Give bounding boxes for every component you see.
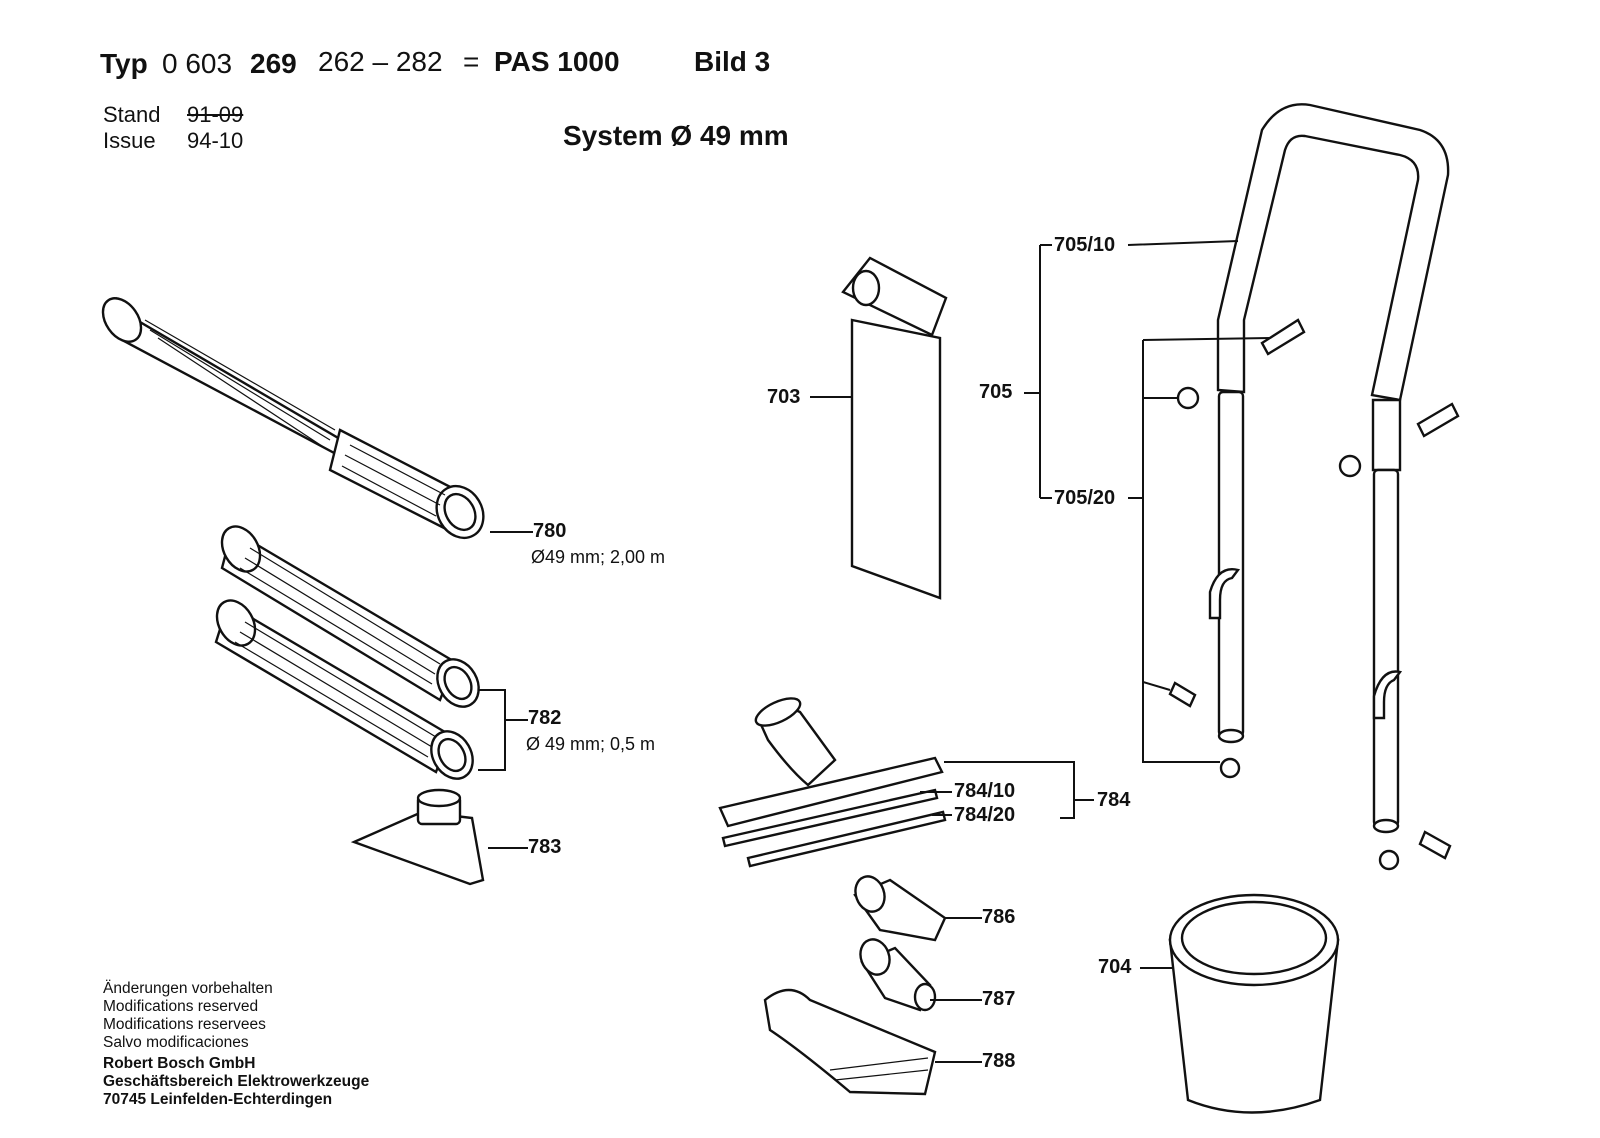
hose-780-drawing [101, 296, 485, 540]
part-spec-780: Ø49 mm; 2,00 m [531, 547, 666, 567]
footer-division: Geschäftsbereich Elektrowerkzeuge [103, 1073, 370, 1090]
footer-line-1: Änderungen vorbehalten [103, 980, 273, 997]
footer-line-4: Salvo modificaciones [103, 1034, 249, 1051]
stand-label: Stand [103, 102, 161, 127]
adapter-787-drawing [859, 938, 937, 1012]
footer-line-2: Modifications reserved [103, 998, 259, 1015]
floor-nozzle-784-drawing [718, 697, 947, 868]
figure-number: Bild 3 [694, 46, 771, 77]
typ-code: 269 [250, 48, 297, 79]
handle-705-drawing [1168, 103, 1460, 871]
leader-lines [478, 240, 1271, 1063]
filter-basket-704-drawing [1168, 893, 1340, 1114]
part-label-784-10: 784/10 [954, 780, 1016, 802]
part-label-703: 703 [767, 386, 801, 408]
part-label-788: 788 [982, 1050, 1016, 1072]
issue-label: Issue [103, 128, 156, 153]
part-label-784: 784 [1097, 789, 1131, 811]
part-label-787: 787 [982, 988, 1016, 1010]
part-label-704: 704 [1098, 956, 1132, 978]
part-label-783: 783 [528, 836, 562, 858]
typ-prefix: 0 603 [162, 48, 233, 79]
system-title: System Ø 49 mm [563, 120, 789, 151]
typ-range: 262 – 282 [318, 46, 443, 77]
footer-line-3: Modifications reservees [103, 1016, 266, 1033]
part-label-786: 786 [982, 906, 1016, 928]
part-label-784-20: 784/20 [954, 804, 1016, 826]
nozzle-786-drawing [853, 875, 947, 942]
nozzle-788-drawing [763, 988, 937, 1096]
part-label-782: 782 [528, 707, 562, 729]
typ-label: Typ [100, 48, 148, 79]
part-label-705-10: 705/10 [1054, 234, 1116, 256]
footer-company: Robert Bosch GmbH [103, 1055, 256, 1072]
stand-value: 91-09 [187, 102, 244, 127]
tubes-782-drawing [214, 525, 480, 780]
part-label-705-20: 705/20 [1054, 487, 1116, 509]
filter-bag-703-drawing [841, 256, 948, 600]
part-spec-782: Ø 49 mm; 0,5 m [526, 734, 656, 754]
part-label-705: 705 [979, 381, 1013, 403]
footer-address: 70745 Leinfelden-Echterdingen [103, 1091, 333, 1108]
nozzle-783-drawing [350, 788, 485, 886]
equals-sign: = [463, 46, 480, 77]
part-label-780: 780 [533, 520, 567, 542]
model-name: PAS 1000 [494, 46, 620, 77]
issue-value: 94-10 [187, 128, 244, 153]
